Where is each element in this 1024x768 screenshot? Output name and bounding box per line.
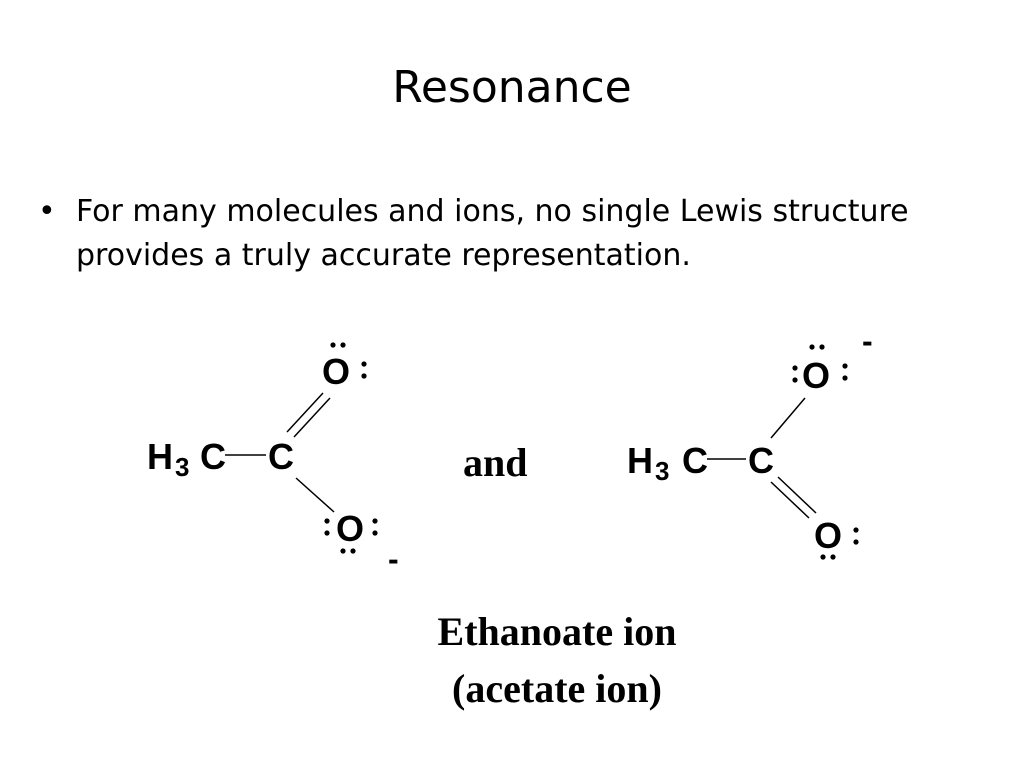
negative-charge-label: -: [388, 541, 399, 577]
double-bond-line-1: [286, 392, 324, 433]
methyl-hydrogen-label: H: [627, 440, 653, 481]
bullet-text: For many molecules and ions, no single L…: [76, 194, 909, 273]
bullet-marker: •: [38, 194, 56, 229]
and-connector: and: [463, 440, 528, 485]
oxygen-bottom-label: O: [336, 508, 364, 549]
caption-line-1: Ethanoate ion: [438, 609, 677, 654]
single-bond-line: [295, 477, 335, 513]
lone-pair-dots: [792, 344, 848, 383]
resonance-structure-left: H 3 C C O O -: [147, 342, 399, 577]
methyl-hydrogen-label: H: [147, 436, 173, 477]
methyl-subscript-label: 3: [655, 456, 669, 486]
methyl-subscript-label: 3: [175, 452, 189, 482]
slide-title: Resonance: [392, 62, 632, 113]
carboxyl-carbon-label: C: [268, 436, 294, 477]
oxygen-top-label: O: [322, 351, 350, 392]
resonance-structure-right: H 3 C C O - O: [627, 323, 873, 560]
bullet-item: • For many molecules and ions, no single…: [38, 190, 988, 278]
lone-pair-dots: [820, 527, 859, 560]
oxygen-top-label: O: [802, 355, 830, 396]
double-bond-line-1: [770, 481, 810, 519]
methyl-carbon-label: C: [682, 440, 708, 481]
negative-charge-label: -: [862, 323, 873, 359]
oxygen-bottom-label: O: [814, 515, 842, 556]
double-bond-line-2: [777, 476, 817, 514]
bullet-list: • For many molecules and ions, no single…: [38, 190, 988, 278]
lone-pair-dots: [324, 518, 378, 554]
caption-line-2: (acetate ion): [452, 666, 662, 711]
lone-pair-dots: [330, 342, 367, 379]
carboxyl-carbon-label: C: [748, 440, 774, 481]
methyl-carbon-label: C: [200, 436, 226, 477]
single-bond-line: [770, 397, 806, 439]
acetate-resonance-diagram: H 3 C C O O - and H 3 C: [147, 323, 873, 711]
double-bond-line-2: [293, 397, 331, 438]
